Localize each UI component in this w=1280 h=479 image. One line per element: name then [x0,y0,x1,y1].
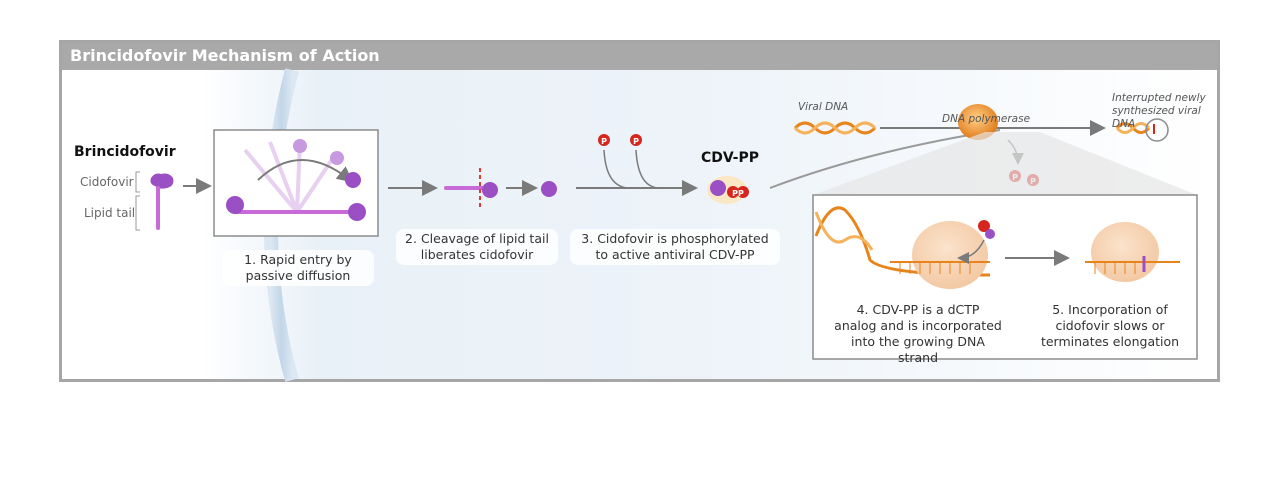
interrupted-dna-label: Interrupted newly synthesized viral DNA [1112,92,1206,130]
step2-label: 2. Cleavage of lipid tail liberates cido… [396,229,558,265]
phosphate-icon: P [630,134,642,146]
step3-label: 3. Cidofovir is phosphorylated to active… [570,229,780,265]
step1-label: 1. Rapid entry by passive diffusion [222,250,374,286]
title-bar: Brincidofovir Mechanism of Action [62,43,1217,70]
phosphorylation-arrows [576,149,698,196]
cleavage-molecule [444,168,498,210]
cidofovir-label: Cidofovir [80,175,134,189]
diagram-title: Brincidofovir Mechanism of Action [70,46,380,65]
svg-text:P: P [633,137,639,146]
step5-label: 5. Incorporation of cidofovir slows or t… [1040,302,1180,349]
diffusion-box [213,129,379,237]
inset-box [812,194,1198,360]
interrupted-dna [1115,118,1169,142]
step4-label: 4. CDV-PP is a dCTP analog and is incorp… [834,302,1002,365]
cdv-pp-label: CDV-PP [700,150,760,166]
cidofovir-molecule [541,181,557,197]
phosphate-icon: P [598,134,610,146]
lipid-tail-label: Lipid tail [84,206,136,220]
svg-text:PP: PP [732,189,744,198]
polymerase-label: DNA polymerase [942,113,1031,125]
legend-molecule [135,171,174,231]
viral-dna-helix [793,121,877,135]
svg-text:P: P [601,137,607,146]
viral-dna-label: Viral DNA [798,101,849,113]
brincidofovir-label: Brincidofovir [74,144,176,160]
dna-polymerase [958,104,998,140]
cdv-pp-molecule: PP [707,176,749,204]
zoom-wedge [813,132,1197,195]
